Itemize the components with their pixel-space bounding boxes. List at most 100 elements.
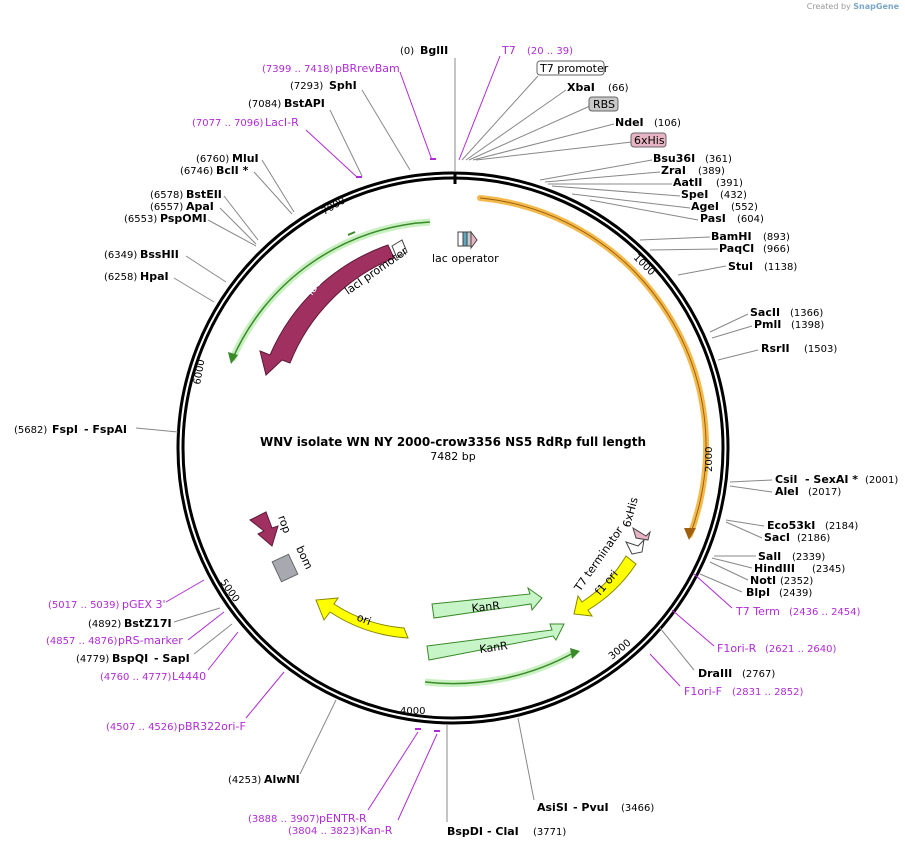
lac-operator-boxes[interactable] — [457, 230, 478, 250]
enzyme-sacii: SacII — [750, 306, 780, 319]
enzyme-bamhi: BamHI — [711, 230, 752, 243]
enzyme-eco53ki: Eco53kI — [767, 519, 815, 532]
primer-f1ori-f: F1ori-F — [684, 685, 722, 698]
svg-text:(1138): (1138) — [764, 262, 797, 273]
svg-text:RBS: RBS — [593, 98, 615, 111]
tick-5000: 5000 — [218, 577, 242, 604]
svg-text:(3466): (3466) — [621, 803, 654, 814]
svg-text:T7 promoter: T7 promoter — [539, 62, 609, 75]
svg-text:6xHis: 6xHis — [634, 134, 665, 147]
kanr-arrow-2[interactable] — [426, 623, 565, 661]
svg-text:(604): (604) — [737, 214, 764, 225]
rop-arrow[interactable] — [249, 511, 279, 547]
svg-text:(4760 .. 4777): (4760 .. 4777) — [100, 672, 172, 683]
svg-text:(3771): (3771) — [533, 827, 566, 838]
enzyme-bstapi: BstAPI — [284, 97, 325, 110]
svg-text:(391): (391) — [716, 178, 743, 189]
kanr-label-1: KanR — [471, 599, 501, 615]
svg-text:(2339): (2339) — [792, 552, 825, 563]
svg-text:(432): (432) — [720, 190, 747, 201]
svg-text:(6746): (6746) — [180, 166, 213, 177]
kanr-arrow-1[interactable] — [431, 586, 543, 619]
enzyme-sali: SalI — [758, 550, 781, 563]
svg-text:(2345): (2345) — [812, 564, 845, 575]
enzyme-saci: SacI — [764, 531, 790, 544]
enzyme-apai: ApaI — [186, 200, 214, 213]
primer-t7: T7 — [501, 44, 516, 57]
primer-pbrrevbam: pBRrevBam — [335, 62, 400, 75]
bom-box[interactable] — [271, 553, 299, 583]
svg-text:(7084): (7084) — [248, 99, 281, 110]
snapgene-credit: Created by SnapGene — [806, 2, 899, 11]
laci-small-arc[interactable] — [347, 231, 356, 236]
primer-f1ori-r: F1ori-R — [717, 642, 757, 655]
enzyme-alwni: AlwNI — [264, 773, 300, 786]
svg-text:(6258): (6258) — [104, 272, 137, 283]
enzyme-zrai: ZraI — [661, 164, 686, 177]
tick-6000: 6000 — [192, 359, 207, 386]
enzyme-aatii: AatII — [673, 176, 702, 189]
insert-arc[interactable] — [477, 195, 710, 538]
enzyme-spei: SpeI — [681, 188, 708, 201]
svg-text:(4779): (4779) — [76, 654, 109, 665]
enzyme-draiii: DraIII — [698, 667, 732, 680]
svg-text:(6578): (6578) — [150, 190, 183, 201]
svg-text:(4253): (4253) — [228, 775, 261, 786]
svg-text:(2436 .. 2454): (2436 .. 2454) — [789, 607, 861, 618]
svg-text:(6760): (6760) — [196, 154, 229, 165]
t7-terminator-arrow[interactable] — [625, 538, 645, 555]
his-inner-label: 6xHis — [620, 496, 641, 529]
svg-text:(2184): (2184) — [825, 521, 858, 532]
tick-4000: 4000 — [400, 706, 425, 717]
svg-text:(2831 .. 2852): (2831 .. 2852) — [732, 687, 804, 698]
svg-text:(5017 .. 5039): (5017 .. 5039) — [48, 600, 120, 611]
enzyme-csii: CsiI — [775, 473, 797, 486]
enzyme-hindiii: HindIII — [754, 562, 795, 575]
svg-text:(4857 .. 4876): (4857 .. 4876) — [46, 636, 118, 647]
svg-text:(1366): (1366) — [790, 308, 823, 319]
primer-pgex3: pGEX 3' — [122, 598, 166, 611]
his-inner-arrow[interactable] — [632, 526, 651, 541]
enzyme-bglii: BglII — [420, 44, 448, 57]
svg-text:- PvuI: - PvuI — [573, 801, 609, 814]
enzyme-bspqi: BspQI — [112, 652, 148, 665]
svg-text:(3888 .. 3907): (3888 .. 3907) — [248, 814, 320, 825]
svg-text:(1503): (1503) — [804, 344, 837, 355]
enzyme-bspdi: BspDI — [447, 825, 483, 838]
right-labels: Bsu36I (361) ZraI (389) AatII (391) SpeI… — [539, 152, 898, 698]
enzyme-asisi: AsiSI — [537, 801, 568, 814]
svg-text:(6553): (6553) — [124, 214, 157, 225]
ori-arrow[interactable] — [315, 597, 409, 639]
enzyme-alei: AleI — [775, 485, 799, 498]
rbs-box[interactable] — [588, 96, 619, 112]
enzyme-agei: AgeI — [691, 200, 719, 213]
f1-ori-arrow[interactable] — [573, 555, 637, 617]
svg-text:- FspAI: - FspAI — [84, 423, 127, 436]
svg-text:- SapI: - SapI — [154, 652, 190, 665]
svg-text:(2767): (2767) — [742, 669, 775, 680]
plasmid-name: WNV isolate WN NY 2000-crow3356 NS5 RdRp… — [260, 435, 646, 449]
t7-promoter-box[interactable] — [536, 60, 605, 76]
primer-kan-r: Kan-R — [360, 824, 393, 837]
tick-2000: 2000 — [704, 447, 715, 472]
primer-laci-r: LacI-R — [265, 116, 299, 129]
his-box[interactable] — [630, 132, 667, 148]
enzyme-rsrii: RsrII — [761, 342, 790, 355]
laci-arrow[interactable] — [259, 244, 395, 376]
lac-operator-label: lac operator — [432, 252, 499, 265]
enzyme-bstz17i: BstZ17I — [124, 617, 172, 630]
laci-promoter-arrow[interactable] — [391, 239, 408, 259]
enzyme-pmli: PmlI — [754, 318, 781, 331]
svg-text:(893): (893) — [763, 232, 790, 243]
svg-text:- SexAI *: - SexAI * — [805, 473, 858, 486]
plasmid-length: 7482 bp — [430, 450, 475, 463]
svg-text:(7293): (7293) — [290, 81, 323, 92]
svg-text:(1398): (1398) — [791, 320, 824, 331]
svg-text:(6557): (6557) — [150, 202, 183, 213]
primer-prs-marker: pRS-marker — [118, 634, 183, 647]
enzyme-blpi: BlpI — [746, 586, 770, 599]
backbone — [176, 171, 730, 725]
svg-text:(361): (361) — [705, 154, 732, 165]
bom-label: bom — [293, 544, 315, 572]
